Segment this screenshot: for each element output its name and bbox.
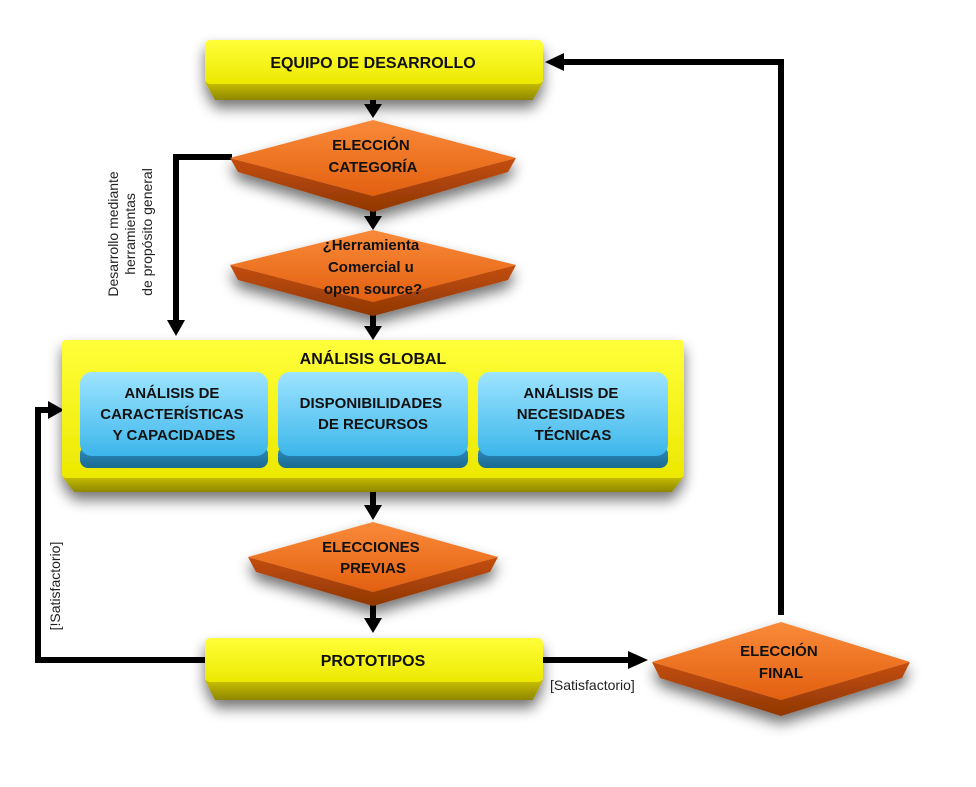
general-purpose-line: herramientas	[122, 193, 138, 275]
arrowhead	[545, 53, 564, 71]
eleccion-categoria-line: CATEGORÍA	[329, 159, 418, 176]
arrowhead	[364, 216, 382, 230]
node-herramienta-comercial	[230, 230, 516, 316]
arrowheads	[48, 53, 648, 669]
arrowhead	[167, 320, 185, 336]
arrow-final-to-equipo	[562, 59, 784, 615]
necesidades-line: NECESIDADES	[517, 406, 625, 423]
disponibilidades-line: DISPONIBILIDADES	[300, 395, 443, 412]
node-elecciones-previas	[248, 522, 498, 606]
node-disponibilidades	[278, 372, 468, 468]
general-purpose-line: Desarrollo mediante	[105, 171, 121, 296]
arrowhead	[628, 651, 648, 669]
satisfactory-edge-label: [Satisfactorio]	[550, 677, 635, 693]
node-eleccion-final	[652, 622, 910, 716]
equipo-label: EQUIPO DE DESARROLLO	[270, 55, 475, 72]
arrowhead	[364, 326, 382, 340]
node-prototipos	[205, 638, 543, 700]
eleccion-categoria-line: ELECCIÓN	[332, 136, 410, 154]
arrowhead	[48, 401, 64, 419]
analisis-caracteristicas-label: ANÁLISIS DE CARACTERÍSTICAS Y CAPACIDADE…	[100, 385, 248, 444]
arrow-prototipos-to-analisis	[35, 407, 205, 663]
necesidades-line: TÉCNICAS	[535, 427, 612, 444]
herramienta-line: open source?	[324, 281, 422, 298]
analisis-caracteristicas-line: Y CAPACIDADES	[113, 427, 236, 444]
arrow-categoria-to-analisis	[173, 154, 232, 322]
eleccion-final-label: ELECCIÓN FINAL	[740, 642, 822, 682]
necesidades-label: ANÁLISIS DE NECESIDADES TÉCNICAS	[517, 385, 630, 444]
eleccion-final-line: ELECCIÓN	[740, 642, 818, 660]
node-necesidades-tecnicas	[478, 372, 668, 468]
not-satisfactory-edge-label: [!Satisfactorio]	[47, 542, 63, 631]
herramienta-line: Comercial u	[328, 259, 414, 276]
herramienta-label: ¿Herramienta Comercial u open source?	[323, 237, 424, 298]
herramienta-line: ¿Herramienta	[323, 237, 420, 254]
node-analisis-caracteristicas	[80, 372, 268, 468]
general-purpose-line: de propósito general	[139, 168, 155, 296]
eleccion-final-line: FINAL	[759, 665, 803, 682]
prototipos-label: PROTOTIPOS	[321, 653, 426, 670]
arrowhead	[364, 505, 382, 520]
elecciones-previas-label: ELECCIONES PREVIAS	[322, 539, 424, 577]
general-purpose-edge-label: Desarrollo mediante herramientas de prop…	[105, 167, 155, 296]
eleccion-categoria-label: ELECCIÓN CATEGORÍA	[329, 136, 418, 176]
analisis-global-label: ANÁLISIS GLOBAL	[300, 349, 447, 368]
node-equipo-de-desarrollo	[205, 40, 543, 100]
node-eleccion-categoria	[230, 120, 516, 212]
disponibilidades-line: DE RECURSOS	[318, 416, 428, 433]
necesidades-line: ANÁLISIS DE	[523, 385, 618, 402]
arrowhead	[364, 618, 382, 633]
analisis-caracteristicas-line: ANÁLISIS DE	[124, 385, 219, 402]
analisis-caracteristicas-line: CARACTERÍSTICAS	[100, 406, 243, 423]
elecciones-previas-line: ELECCIONES	[322, 539, 420, 556]
elecciones-previas-line: PREVIAS	[340, 560, 406, 577]
arrowhead	[364, 104, 382, 118]
disponibilidades-label: DISPONIBILIDADES DE RECURSOS	[300, 395, 447, 433]
